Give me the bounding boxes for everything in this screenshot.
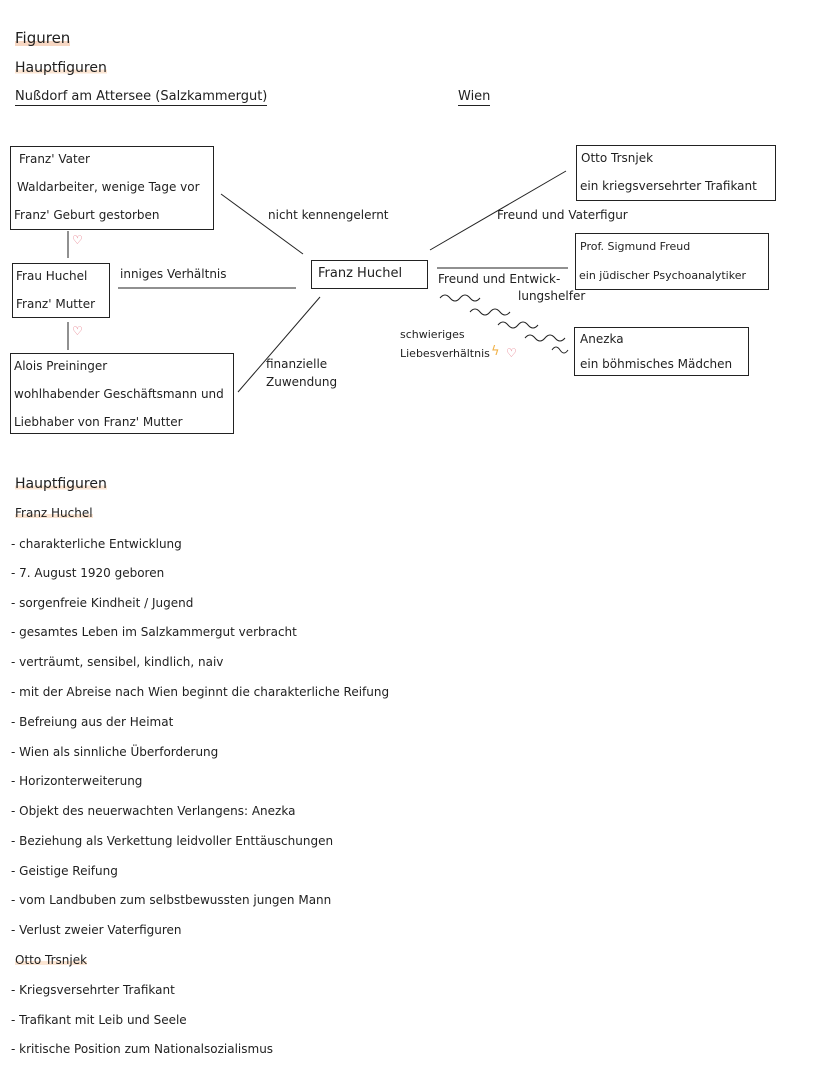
box-anezka: Anezka ein böhmisches Mädchen [574, 327, 749, 376]
line-alois [237, 296, 321, 393]
box-otto: Otto Trsnjek ein kriegsversehrter Trafik… [576, 145, 776, 201]
list-item: - gesamtes Leben im Salzkammergut verbra… [11, 625, 297, 639]
list-item: - Kriegsversehrter Trafikant [11, 983, 175, 997]
anezka-desc: ein böhmisches Mädchen [580, 357, 733, 371]
list-item: - Beziehung als Verkettung leidvoller En… [11, 834, 334, 848]
freud-desc: ein jüdischer Psychoanalytiker [579, 269, 746, 282]
location-right: Wien [458, 89, 491, 106]
father-desc-2: Franz' Geburt gestorben [14, 208, 160, 222]
list-item: - Verlust zweier Vaterfiguren [11, 923, 182, 937]
relation-freud-1: Freund und Entwick- [438, 272, 561, 286]
list-item: - Trafikant mit Leib und Seele [11, 1013, 187, 1027]
relation-alois-2: Zuwendung [266, 375, 338, 389]
lightning-icon: ϟ [491, 344, 500, 359]
franz-name: Franz Huchel [318, 266, 403, 281]
freud-name: Prof. Sigmund Freud [580, 240, 691, 253]
list-item: - kritische Position zum Nationalsoziali… [11, 1042, 274, 1056]
box-mother: Frau Huchel Franz' Mutter [12, 263, 110, 318]
relation-anezka-1: schwieriges [400, 328, 465, 341]
relation-mother: inniges Verhältnis [120, 267, 227, 281]
list-item: - Objekt des neuerwachten Verlangens: An… [11, 804, 296, 818]
otto-desc: ein kriegsversehrter Trafikant [580, 179, 757, 193]
relation-father: nicht kennengelernt [268, 208, 389, 222]
list-item: - mit der Abreise nach Wien beginnt die … [11, 685, 390, 699]
box-franz: Franz Huchel [311, 260, 428, 289]
relation-anezka-2: Liebesverhältnis [400, 347, 490, 360]
relation-lines [67, 170, 569, 393]
heart-icon: ♡ [506, 346, 517, 360]
page-title: Figuren [15, 29, 71, 47]
list-item: - Befreiung aus der Heimat [11, 715, 174, 729]
list-item: - verträumt, sensibel, kindlich, naiv [11, 655, 224, 669]
alois-name: Alois Preininger [14, 359, 108, 373]
heart-icon: ♡ [72, 324, 83, 338]
relation-freud-2: lungshelfer [518, 289, 586, 303]
father-desc-1: Waldarbeiter, wenige Tage vor [17, 180, 200, 194]
anezka-name: Anezka [580, 332, 624, 346]
alois-desc-2: Liebhaber von Franz' Mutter [14, 415, 183, 429]
list-item: - Wien als sinnliche Überforderung [11, 745, 219, 759]
alois-desc-1: wohlhabender Geschäftsmann und [14, 387, 224, 401]
box-freud: Prof. Sigmund Freud ein jüdischer Psycho… [575, 233, 769, 290]
box-alois: Alois Preininger wohlhabender Geschäftsm… [10, 353, 234, 434]
list-item: - sorgenfreie Kindheit / Jugend [11, 596, 194, 610]
list-item: - charakterliche Entwicklung [11, 537, 182, 551]
wavy-line-anezka [439, 294, 569, 354]
franz-heading: Franz Huchel [15, 506, 93, 520]
relation-otto: Freund und Vaterfigur [497, 208, 628, 222]
line-otto [429, 170, 567, 251]
otto-heading: Otto Trsnjek [15, 953, 88, 967]
section-heading-top: Hauptfiguren [15, 60, 107, 76]
otto-name: Otto Trsnjek [581, 151, 654, 165]
list-item: - 7. August 1920 geboren [11, 566, 165, 580]
list-item: - Geistige Reifung [11, 864, 118, 878]
location-left: Nußdorf am Attersee (Salzkammergut) [15, 89, 268, 106]
relation-alois-1: finanzielle [266, 357, 328, 371]
heart-icon: ♡ [72, 233, 83, 247]
notes-heading: Hauptfiguren [15, 476, 107, 492]
father-name: Franz' Vater [19, 152, 90, 166]
list-item: - Horizonterweiterung [11, 774, 143, 788]
mother-name: Frau Huchel [16, 269, 88, 283]
line-father [220, 193, 304, 255]
box-father: Franz' Vater Waldarbeiter, wenige Tage v… [10, 146, 214, 230]
mother-desc: Franz' Mutter [16, 297, 96, 311]
list-item: - vom Landbuben zum selbstbewussten jung… [11, 893, 332, 907]
